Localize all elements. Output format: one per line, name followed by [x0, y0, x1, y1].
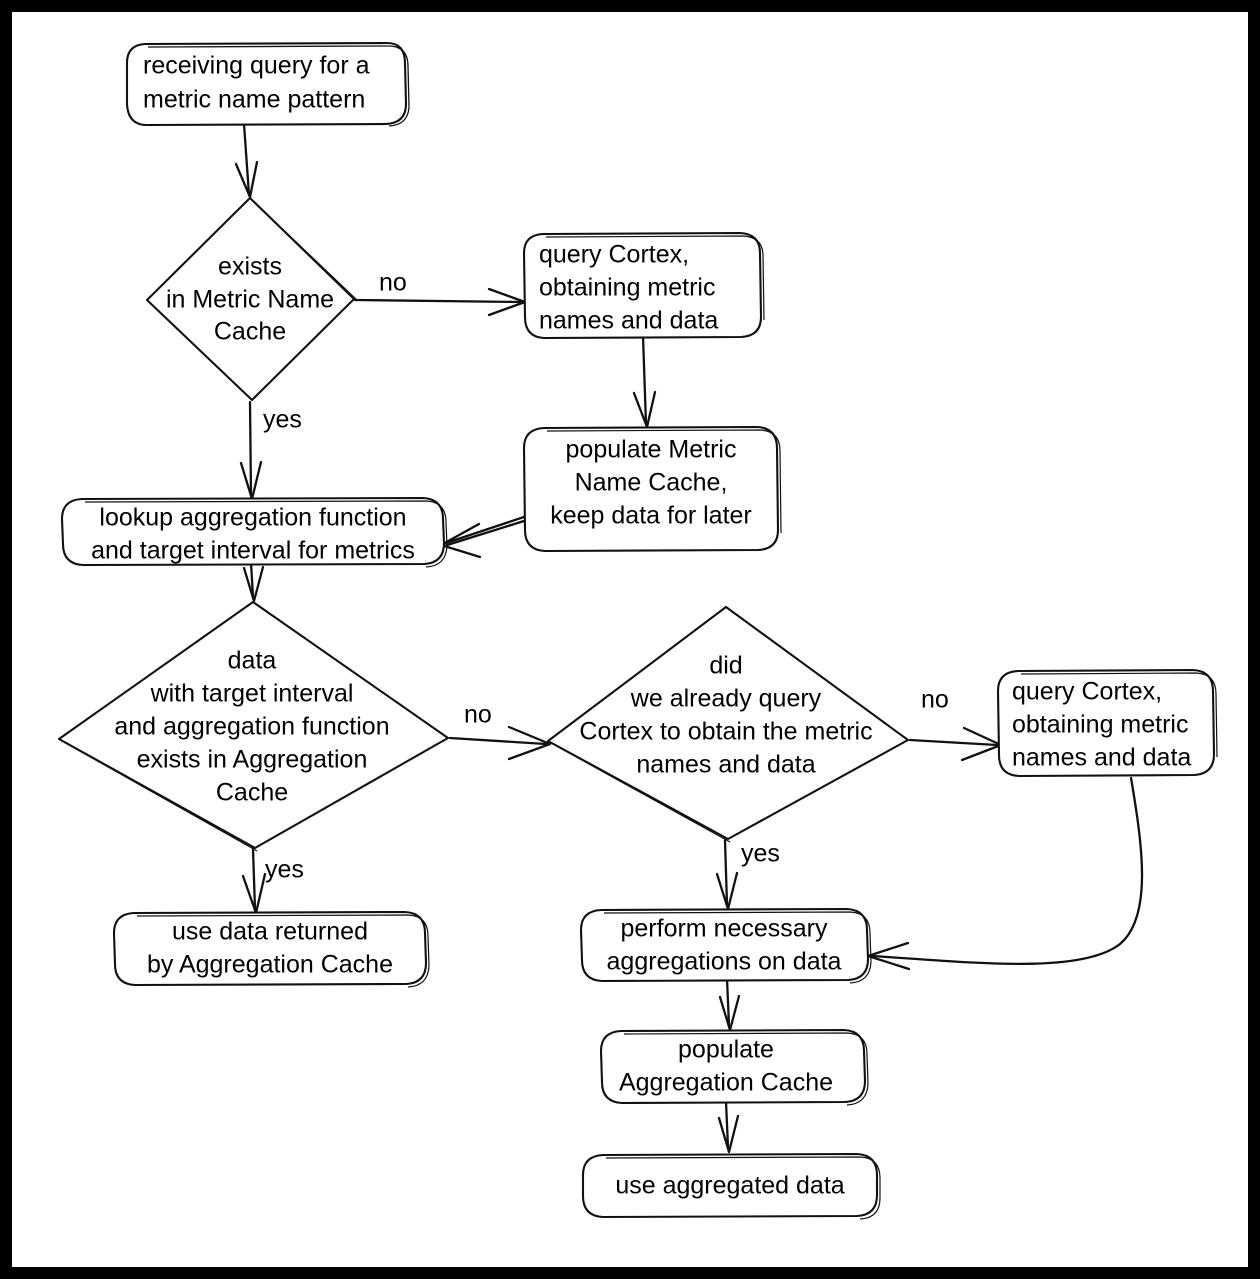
flowchart-svg: no yes — [57, 41, 1218, 1220]
node-exists-metric-name-cache[interactable]: exists in Metric Name Cache — [145, 196, 358, 402]
edge-populate-metric-name-cache-to-lookup-aggregation — [439, 515, 526, 559]
edge-start-to-exists-metric-name-cache — [234, 122, 259, 199]
node-did-we-already-query-line-1: did — [709, 652, 742, 680]
node-exists-aggregation-cache-line-3: and aggregation function — [114, 713, 389, 741]
edge-query-cortex-2-to-perform-aggregations — [866, 776, 1144, 971]
node-query-cortex-1[interactable]: query Cortex, obtaining metric names and… — [522, 231, 765, 340]
node-query-cortex-1-line-2: obtaining metric — [539, 274, 715, 302]
edge-populate-aggregation-cache-to-use-aggregated-data — [717, 1100, 740, 1154]
node-did-we-already-query-line-3: Cortex to obtain the metric — [579, 718, 872, 746]
edge-lookup-aggregation-to-exists-aggregation-cache — [242, 561, 265, 603]
edge-exists-metric-name-cache-to-lookup-aggregation: yes — [239, 400, 302, 501]
node-exists-aggregation-cache-line-1: data — [228, 647, 277, 675]
edge-did-we-already-query-to-query-cortex-2: no — [908, 686, 1003, 762]
edge-label-yes-2: yes — [265, 856, 304, 884]
edge-label-no-2: no — [464, 701, 492, 729]
edge-did-we-already-query-to-perform-aggregations: yes — [715, 838, 780, 911]
node-did-we-already-query-line-2: we already query — [630, 685, 822, 713]
node-use-data-returned-line-2: by Aggregation Cache — [147, 951, 393, 979]
edge-label-yes-1: yes — [263, 406, 302, 434]
node-perform-aggregations-line-2: aggregations on data — [607, 948, 842, 976]
node-use-data-returned[interactable]: use data returned by Aggregation Cache — [112, 910, 430, 988]
edge-label-no-3: no — [921, 686, 949, 714]
node-use-data-returned-line-1: use data returned — [172, 918, 368, 946]
node-exists-aggregation-cache-line-2: with target interval — [150, 680, 354, 708]
node-lookup-aggregation-line-2: and target interval for metrics — [91, 537, 415, 565]
node-exists-aggregation-cache-line-4: exists in Aggregation — [137, 746, 368, 774]
edge-label-no-1: no — [379, 269, 407, 297]
edge-exists-aggregation-cache-to-did-we-already-query: no — [448, 701, 552, 761]
node-populate-aggregation-cache-line-2: Aggregation Cache — [619, 1069, 833, 1097]
node-query-cortex-2-line-3: names and data — [1012, 744, 1191, 772]
edge-exists-metric-name-cache-to-query-cortex-1: no — [353, 269, 527, 317]
node-did-we-already-query-line-4: names and data — [636, 751, 815, 779]
diagram-canvas: no yes — [12, 12, 1248, 1267]
node-use-aggregated-data-line-1: use aggregated data — [615, 1172, 844, 1200]
node-start[interactable]: receiving query for a metric name patter… — [125, 41, 410, 127]
node-exists-metric-name-cache-line-2: in Metric Name — [166, 286, 334, 314]
node-populate-metric-name-cache-line-3: keep data for later — [550, 502, 752, 530]
node-use-aggregated-data[interactable]: use aggregated data — [581, 1152, 881, 1220]
node-query-cortex-2-line-1: query Cortex, — [1012, 678, 1162, 706]
node-start-line-2: metric name pattern — [143, 86, 365, 114]
node-exists-metric-name-cache-line-3: Cache — [214, 318, 286, 346]
node-start-line-1: receiving query for a — [143, 52, 370, 80]
edge-query-cortex-1-to-populate-metric-name-cache — [632, 334, 657, 429]
edge-exists-aggregation-cache-to-use-data-returned: yes — [241, 847, 304, 915]
node-query-cortex-2[interactable]: query Cortex, obtaining metric names and… — [996, 668, 1218, 778]
node-lookup-aggregation-line-1: lookup aggregation function — [99, 504, 406, 532]
node-populate-metric-name-cache-line-2: Name Cache, — [575, 469, 728, 497]
node-query-cortex-1-line-1: query Cortex, — [539, 241, 689, 269]
node-populate-aggregation-cache-line-1: populate — [678, 1036, 774, 1064]
node-populate-metric-name-cache[interactable]: populate Metric Name Cache, keep data fo… — [522, 425, 782, 553]
node-perform-aggregations[interactable]: perform necessary aggregations on data — [579, 907, 872, 984]
node-query-cortex-1-line-3: names and data — [539, 307, 718, 335]
node-perform-aggregations-line-1: perform necessary — [620, 915, 828, 943]
node-query-cortex-2-line-2: obtaining metric — [1012, 711, 1188, 739]
edge-perform-aggregations-to-populate-aggregation-cache — [718, 977, 741, 1032]
node-lookup-aggregation[interactable]: lookup aggregation function and target i… — [60, 496, 448, 568]
node-exists-metric-name-cache-line-1: exists — [218, 253, 282, 281]
node-did-we-already-query[interactable]: did we already query Cortex to obtain th… — [546, 605, 910, 843]
node-populate-metric-name-cache-line-1: populate Metric — [566, 436, 737, 464]
edge-label-yes-3: yes — [741, 840, 780, 868]
node-populate-aggregation-cache[interactable]: populate Aggregation Cache — [599, 1028, 869, 1106]
node-exists-aggregation-cache-line-5: Cache — [216, 779, 288, 807]
node-exists-aggregation-cache[interactable]: data with target interval and aggregatio… — [57, 600, 450, 852]
